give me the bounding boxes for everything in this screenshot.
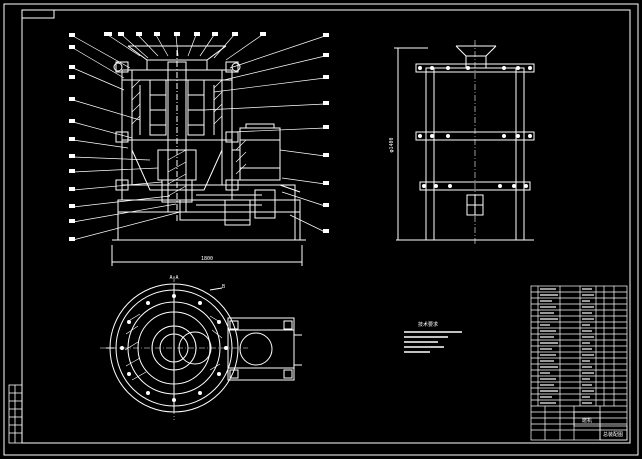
balloon-marks [69, 32, 329, 241]
binding-strip [8, 384, 23, 444]
leader-lines-top [107, 34, 263, 61]
sheet-border [3, 3, 639, 456]
section-hatching [131, 79, 247, 197]
title-block-code: 总装配图 [603, 431, 623, 438]
leader-lines-left [72, 35, 181, 241]
plan-bolt-circle [120, 294, 228, 402]
main-section-view [111, 45, 306, 266]
dim-height-label: φ1400 [389, 137, 395, 152]
technical-notes [404, 331, 462, 353]
title-block-name: 磨机 [582, 417, 592, 424]
dim-width-label: 1800 [201, 256, 213, 262]
notes-heading: 技术要求 [418, 321, 438, 328]
plan-view [100, 276, 302, 420]
plan-callout: B [222, 284, 225, 290]
plan-hatching [124, 313, 223, 381]
parts-list-table [530, 285, 628, 441]
side-elevation-view [394, 40, 535, 245]
parts-list-entries [540, 288, 594, 404]
plan-label: A-A [169, 275, 178, 281]
flange-bolts [418, 66, 532, 188]
leader-lines-right [203, 35, 326, 233]
